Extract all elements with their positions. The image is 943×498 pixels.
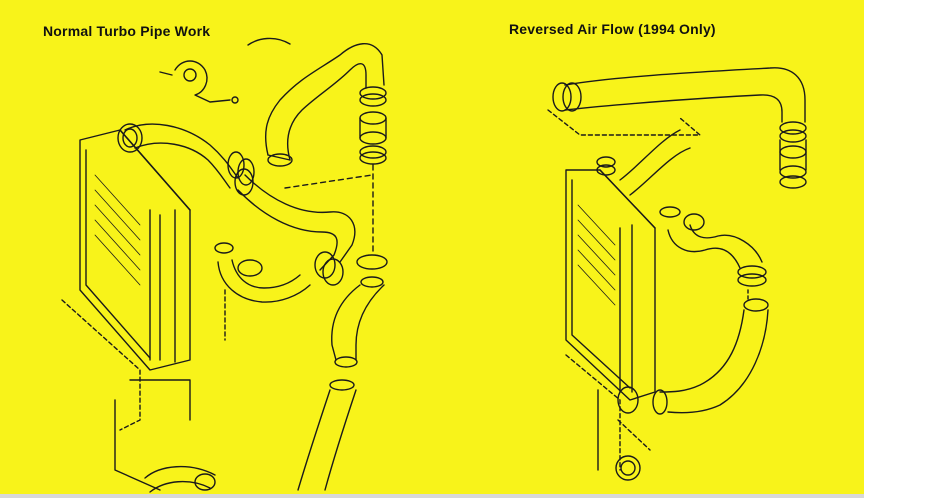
left-couplers xyxy=(359,86,387,256)
left-diagram xyxy=(61,37,388,493)
left-u-hose xyxy=(214,242,311,303)
right-top-pipe xyxy=(547,67,806,136)
right-diagram xyxy=(547,67,807,481)
left-middle-pipe xyxy=(234,168,373,286)
bottom-divider xyxy=(0,494,864,498)
left-upper-pipe xyxy=(117,123,255,189)
left-lower-pipe xyxy=(224,254,388,491)
right-clamps xyxy=(779,121,807,189)
right-bottom-clamp xyxy=(615,419,651,481)
right-panel-title: Reversed Air Flow (1994 Only) xyxy=(509,21,716,37)
right-curved-hose xyxy=(596,129,691,196)
left-bracket xyxy=(159,60,239,104)
right-lower-pipe xyxy=(617,289,769,415)
left-bottom-pipe xyxy=(144,465,216,493)
left-panel-title: Normal Turbo Pipe Work xyxy=(43,23,211,39)
left-s-pipe xyxy=(247,37,385,167)
yellow-background xyxy=(0,0,864,494)
left-radiator xyxy=(61,129,191,491)
right-radiator xyxy=(565,169,656,471)
right-elbow xyxy=(659,206,767,287)
